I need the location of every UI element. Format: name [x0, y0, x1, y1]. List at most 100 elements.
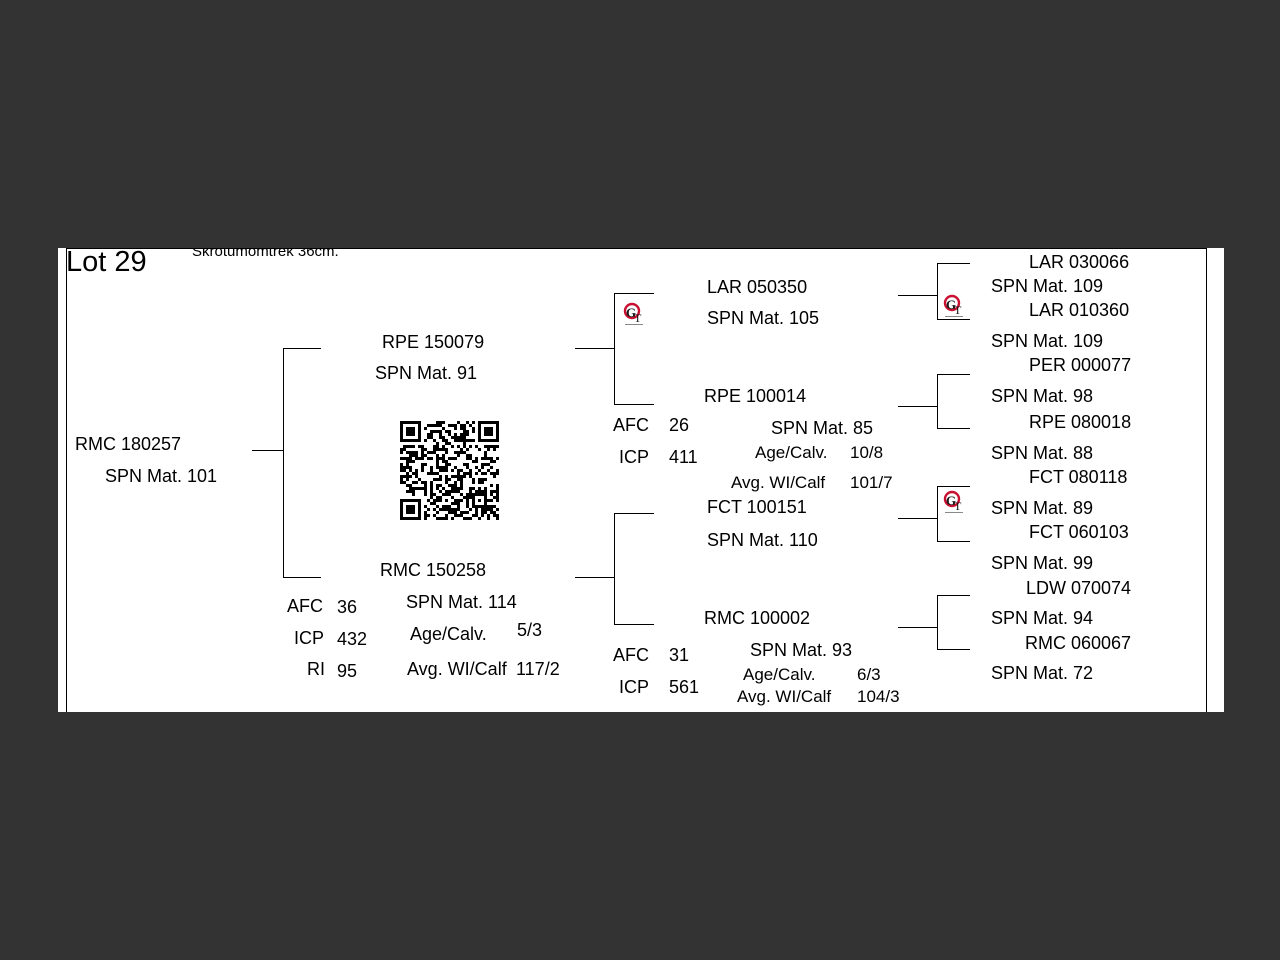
lot-number: Lot 29 — [66, 248, 147, 278]
connector — [937, 649, 970, 650]
dam-dam-wi-value: 104/3 — [857, 687, 900, 706]
connector — [252, 450, 283, 451]
ggp-2-id: LAR 010360 — [1029, 300, 1130, 320]
ggp-5-spn: SPN Mat. 89 — [991, 498, 1094, 518]
ggp-3-id: PER 000077 — [1029, 355, 1132, 375]
connector — [614, 624, 654, 625]
ggp-4-spn: SPN Mat. 88 — [991, 443, 1094, 463]
svg-text:T: T — [954, 303, 962, 317]
ggp-4-id: RPE 080018 — [1029, 412, 1132, 432]
sire-sire-spn: SPN Mat. 105 — [707, 308, 820, 328]
ggp-8-id: RMC 060067 — [1025, 633, 1132, 653]
sire-dam-wi-value: 101/7 — [850, 473, 893, 492]
dam-dam-id: RMC 100002 — [704, 608, 811, 628]
subject-spn: SPN Mat. 101 — [105, 466, 218, 486]
sire-dam-spn: SPN Mat. 85 — [771, 418, 874, 438]
connector — [937, 263, 970, 264]
connector — [614, 513, 654, 514]
dam-dam-icp-value: 561 — [669, 677, 700, 697]
connector — [937, 486, 970, 487]
svg-text:G: G — [626, 305, 636, 320]
dam-wi-value: 117/2 — [516, 659, 560, 679]
dam-ri-label: RI — [307, 659, 325, 679]
sire-id: RPE 150079 — [382, 332, 485, 352]
dam-spn: SPN Mat. 114 — [406, 592, 517, 612]
dam-sire-id: FCT 100151 — [707, 497, 807, 517]
sire-dam-afc-value: 26 — [669, 415, 690, 435]
dam-dam-afc-value: 31 — [669, 645, 690, 665]
dam-dam-spn: SPN Mat. 93 — [750, 640, 853, 660]
dam-dam-icp-label: ICP — [619, 677, 650, 697]
subject-id: RMC 180257 — [75, 434, 182, 454]
dam-dam-wi-label: Avg. WI/Calf — [737, 687, 832, 706]
dam-wi-label: Avg. WI/Calf — [407, 659, 507, 679]
dam-afc-value: 36 — [337, 597, 358, 617]
connector — [937, 263, 938, 320]
connector — [937, 541, 970, 542]
svg-text:T: T — [954, 499, 962, 513]
ggp-6-id: FCT 060103 — [1029, 522, 1129, 542]
dam-icp-value: 432 — [337, 629, 368, 649]
connector — [937, 319, 970, 320]
connector — [937, 428, 970, 429]
connector — [575, 348, 614, 349]
connector — [937, 486, 938, 542]
dam-dam-age-label: Age/Calv. — [743, 665, 816, 684]
sire-dam-age-value: 10/8 — [850, 443, 884, 462]
dam-id: RMC 150258 — [380, 560, 487, 580]
ggp-3-spn: SPN Mat. 98 — [991, 386, 1094, 406]
page-border-left — [66, 248, 67, 712]
svg-text:G: G — [946, 493, 956, 508]
sire-dam-wi-label: Avg. WI/Calf — [731, 473, 826, 492]
ggp-8-spn: SPN Mat. 72 — [991, 663, 1094, 683]
ggp-6-spn: SPN Mat. 99 — [991, 553, 1094, 573]
connector — [614, 293, 615, 405]
connector — [937, 374, 938, 429]
connector — [283, 577, 321, 578]
sire-dam-icp-value: 411 — [669, 447, 698, 467]
page-border-top — [66, 248, 1207, 249]
dam-dam-afc-label: AFC — [613, 645, 649, 665]
connector — [898, 406, 937, 407]
ggp-1-id: LAR 030066 — [1029, 252, 1130, 272]
dam-age-label: Age/Calv. — [410, 624, 487, 644]
connector — [898, 295, 937, 296]
connector — [614, 293, 654, 294]
connector — [614, 404, 654, 405]
svg-text:T: T — [634, 311, 642, 325]
ggp-2-spn: SPN Mat. 109 — [991, 331, 1104, 351]
connector — [575, 577, 614, 578]
ggp-5-id: FCT 080118 — [1029, 467, 1128, 487]
dam-dam-age-value: 6/3 — [857, 665, 881, 684]
sire-dam-id: RPE 100014 — [704, 386, 807, 406]
connector — [283, 348, 284, 578]
connector — [937, 595, 970, 596]
connector — [283, 348, 321, 349]
sire-dam-afc-label: AFC — [613, 415, 649, 435]
connector — [937, 595, 938, 650]
sire-sire-id: LAR 050350 — [707, 277, 808, 297]
dam-afc-label: AFC — [287, 596, 323, 616]
dam-sire-spn: SPN Mat. 110 — [707, 530, 818, 550]
sire-dam-icp-label: ICP — [619, 447, 650, 467]
scrotal-note: Skrotumomtrek 36cm. — [192, 248, 339, 260]
dam-age-value: 5/3 — [517, 620, 543, 640]
svg-text:G: G — [946, 297, 956, 312]
ggp-7-spn: SPN Mat. 94 — [991, 608, 1094, 628]
pedigree-document: Lot 29 Skrotumomtrek 36cm. RMC 180257 SP… — [58, 248, 1224, 712]
connector — [898, 518, 937, 519]
ggp-7-id: LDW 070074 — [1026, 578, 1132, 598]
dam-ri-value: 95 — [337, 661, 358, 681]
sire-dam-age-label: Age/Calv. — [755, 443, 828, 462]
page-border-right — [1206, 248, 1207, 712]
connector — [937, 374, 970, 375]
connector — [898, 627, 937, 628]
qr-code-icon — [400, 421, 499, 525]
connector — [614, 513, 615, 625]
ggp-1-spn: SPN Mat. 109 — [991, 276, 1104, 296]
dam-icp-label: ICP — [294, 628, 325, 648]
sire-spn: SPN Mat. 91 — [375, 363, 478, 383]
